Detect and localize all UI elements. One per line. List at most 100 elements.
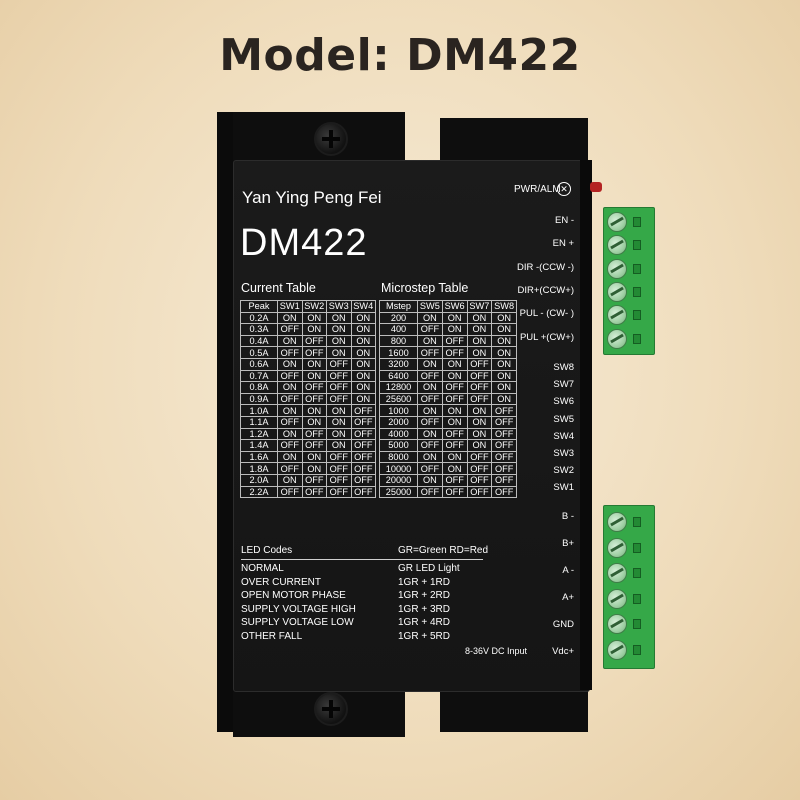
current-table-cell: ON <box>326 334 352 348</box>
terminal-screw-icon[interactable] <box>607 537 627 558</box>
microstep-table-cell: OFF <box>491 462 517 475</box>
terminal-wire-slot[interactable] <box>633 333 641 344</box>
microstep-table-cell: OFF <box>466 485 493 499</box>
terminal-wire-slot[interactable] <box>633 517 641 527</box>
current-table-cell: ON <box>350 392 376 406</box>
terminal-screw-icon[interactable] <box>607 639 627 660</box>
terminal-wire-slot[interactable] <box>633 568 641 578</box>
current-table-cell: OFF <box>326 357 352 371</box>
current-table-cell: OFF <box>350 439 376 452</box>
current-table-title: Current Table <box>241 281 316 295</box>
current-table-cell: OFF <box>301 334 327 348</box>
current-table-cell: OFF <box>277 323 303 336</box>
current-table-cell: 0.4A <box>240 334 278 348</box>
microstep-table-cell: OFF <box>466 462 493 475</box>
terminal-wire-slot[interactable] <box>633 286 641 297</box>
current-table-cell: OFF <box>277 392 303 406</box>
microstep-table-cell: ON <box>466 323 493 336</box>
current-table-cell: 1.1A <box>240 415 278 429</box>
microstep-table-cell: OFF <box>441 427 468 441</box>
microstep-table-cell: ON <box>417 404 443 417</box>
signal-terminal-label: PUL +(CW+) <box>519 331 574 343</box>
microstep-table-cell: OFF <box>466 369 493 383</box>
microstep-table-cell: 25000 <box>379 485 418 499</box>
microstep-table-cell: ON <box>441 311 468 325</box>
current-table-cell: ON <box>277 381 303 394</box>
terminal-wire-slot[interactable] <box>633 217 641 227</box>
terminal-wire-slot[interactable] <box>633 310 641 321</box>
current-table-cell: OFF <box>326 369 352 383</box>
terminal-screw-icon[interactable] <box>607 258 627 279</box>
current-table-cell: OFF <box>326 485 352 499</box>
microstep-table-cell: ON <box>441 404 468 417</box>
power-terminal-label: GND <box>552 619 574 630</box>
current-table-cell: 1.4A <box>240 439 278 452</box>
current-table-cell: ON <box>277 473 303 487</box>
terminal-wire-slot[interactable] <box>633 644 641 655</box>
microstep-table-cell: ON <box>466 427 493 441</box>
current-table-cell: OFF <box>350 473 376 487</box>
microstep-table-header-cell: Mstep <box>379 300 418 313</box>
current-table-cell: OFF <box>326 392 352 406</box>
led-code-value: 1GR + 2RD <box>398 590 450 602</box>
mounting-screw-top-icon <box>314 122 348 156</box>
current-table-cell: OFF <box>301 381 327 394</box>
current-table-cell: ON <box>350 311 376 325</box>
microstep-table-cell: ON <box>417 450 443 464</box>
signal-terminal-label: EN - <box>555 215 574 226</box>
current-table-cell: 0.9A <box>240 392 278 406</box>
microstep-table-cell: 800 <box>379 334 418 348</box>
current-table-cell: ON <box>350 369 376 383</box>
current-table-cell: ON <box>326 439 352 452</box>
terminal-screw-icon[interactable] <box>607 588 627 609</box>
terminal-screw-icon[interactable] <box>607 281 627 302</box>
terminal-screw-icon[interactable] <box>607 235 627 256</box>
current-table-cell: 1.0A <box>240 404 278 417</box>
current-table-header-cell: SW1 <box>277 300 303 313</box>
power-terminal-label: A+ <box>562 592 574 603</box>
terminal-wire-slot[interactable] <box>633 542 641 553</box>
terminal-screw-icon[interactable] <box>607 512 627 532</box>
dip-switch-label: SW3 <box>553 448 574 459</box>
terminal-screw-icon[interactable] <box>607 212 627 232</box>
current-table-cell: ON <box>277 357 303 371</box>
led-code-value: 1GR + 3RD <box>398 603 450 615</box>
current-table-cell: 2.0A <box>240 473 278 487</box>
terminal-screw-icon[interactable] <box>607 305 627 326</box>
terminal-wire-slot[interactable] <box>633 593 641 604</box>
microstep-table-cell: 1000 <box>379 404 418 417</box>
microstep-table-header-cell: SW5 <box>417 300 443 313</box>
dip-switch-label: SW5 <box>553 413 574 425</box>
mounting-tab-top-right <box>440 118 588 168</box>
led-code-label: OVER CURRENT <box>241 576 322 588</box>
current-table-cell: OFF <box>277 346 303 359</box>
microstep-table-cell: ON <box>466 439 493 452</box>
terminal-screw-icon[interactable] <box>607 614 627 634</box>
current-table-cell: 1.8A <box>240 462 278 475</box>
microstep-table-cell: OFF <box>417 323 443 336</box>
current-table-cell: OFF <box>350 462 376 475</box>
current-table-cell: ON <box>301 369 327 383</box>
microstep-table-cell: OFF <box>466 473 493 487</box>
led-code-value: GR LED Light <box>398 563 460 574</box>
terminal-wire-slot[interactable] <box>633 263 641 274</box>
terminal-wire-slot[interactable] <box>633 619 641 629</box>
current-table-cell: 0.7A <box>240 369 278 383</box>
terminal-wire-slot[interactable] <box>633 240 641 251</box>
microstep-table-cell: 20000 <box>379 473 418 487</box>
signal-terminal-label: DIR+(CCW+) <box>517 284 574 296</box>
microstep-table-cell: ON <box>417 334 443 348</box>
terminal-screw-icon[interactable] <box>607 328 627 349</box>
microstep-table-cell: 5000 <box>379 439 418 452</box>
current-table-cell: OFF <box>350 427 376 441</box>
microstep-table-cell: OFF <box>441 392 468 406</box>
terminal-screw-icon[interactable] <box>607 563 627 583</box>
